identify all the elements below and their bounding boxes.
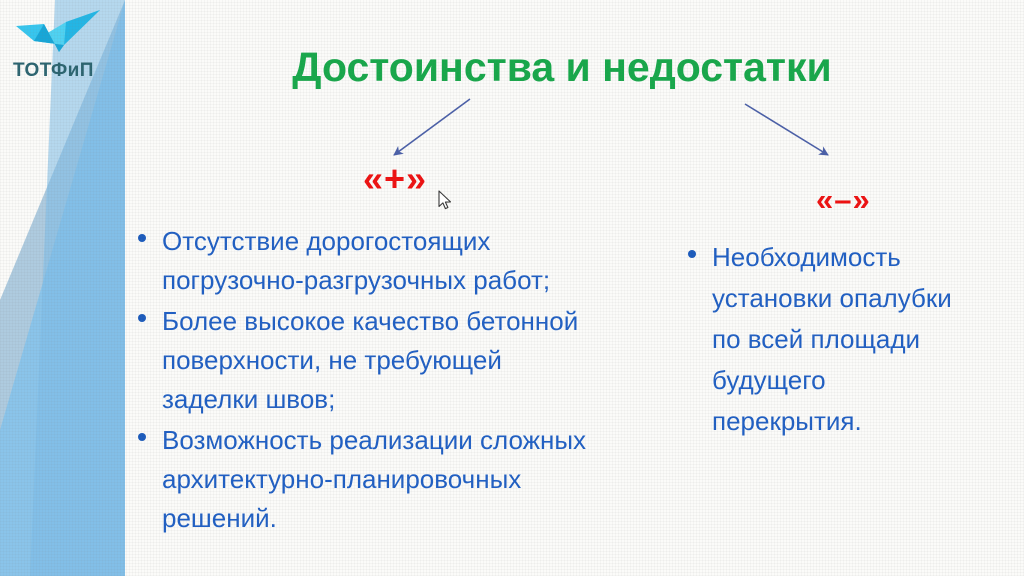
pros-sign: «+» xyxy=(363,158,428,199)
cons-list: Необходимость установки опалубки по всей… xyxy=(682,237,982,444)
list-item: Необходимость установки опалубки по всей… xyxy=(682,237,982,442)
organization-logo: ТОТФиП xyxy=(8,8,118,84)
bullet-dot-icon xyxy=(688,250,696,258)
bullet-dot-icon xyxy=(138,433,146,441)
logo-wordmark: ТОТФиП xyxy=(13,60,94,81)
list-item-label: Отсутствие дорогостоящих погрузочно-разг… xyxy=(162,226,551,295)
list-item-label: Более высокое качество бетонной поверхно… xyxy=(162,306,579,414)
list-item: Возможность реализации сложных архитекту… xyxy=(132,421,692,538)
list-item: Отсутствие дорогостоящих погрузочно-разг… xyxy=(132,222,692,300)
bullet-dot-icon xyxy=(138,234,146,242)
arrow-to-pros xyxy=(393,98,471,156)
list-item-label: Возможность реализации сложных архитекту… xyxy=(162,425,587,533)
checkmark-icon xyxy=(16,10,100,52)
mouse-pointer-icon xyxy=(438,190,452,210)
cons-sign: «–» xyxy=(816,182,871,217)
arrow-to-cons xyxy=(744,103,829,156)
list-item-label: Необходимость установки опалубки по всей… xyxy=(712,242,952,436)
wedge-mid-shape xyxy=(30,0,125,576)
list-item: Более высокое качество бетонной поверхно… xyxy=(132,302,692,419)
pros-list: Отсутствие дорогостоящих погрузочно-разг… xyxy=(132,222,692,540)
decorative-left-wedge xyxy=(0,0,125,576)
slide-title: Достоинства и недостатки xyxy=(292,44,832,90)
bullet-dot-icon xyxy=(138,314,146,322)
